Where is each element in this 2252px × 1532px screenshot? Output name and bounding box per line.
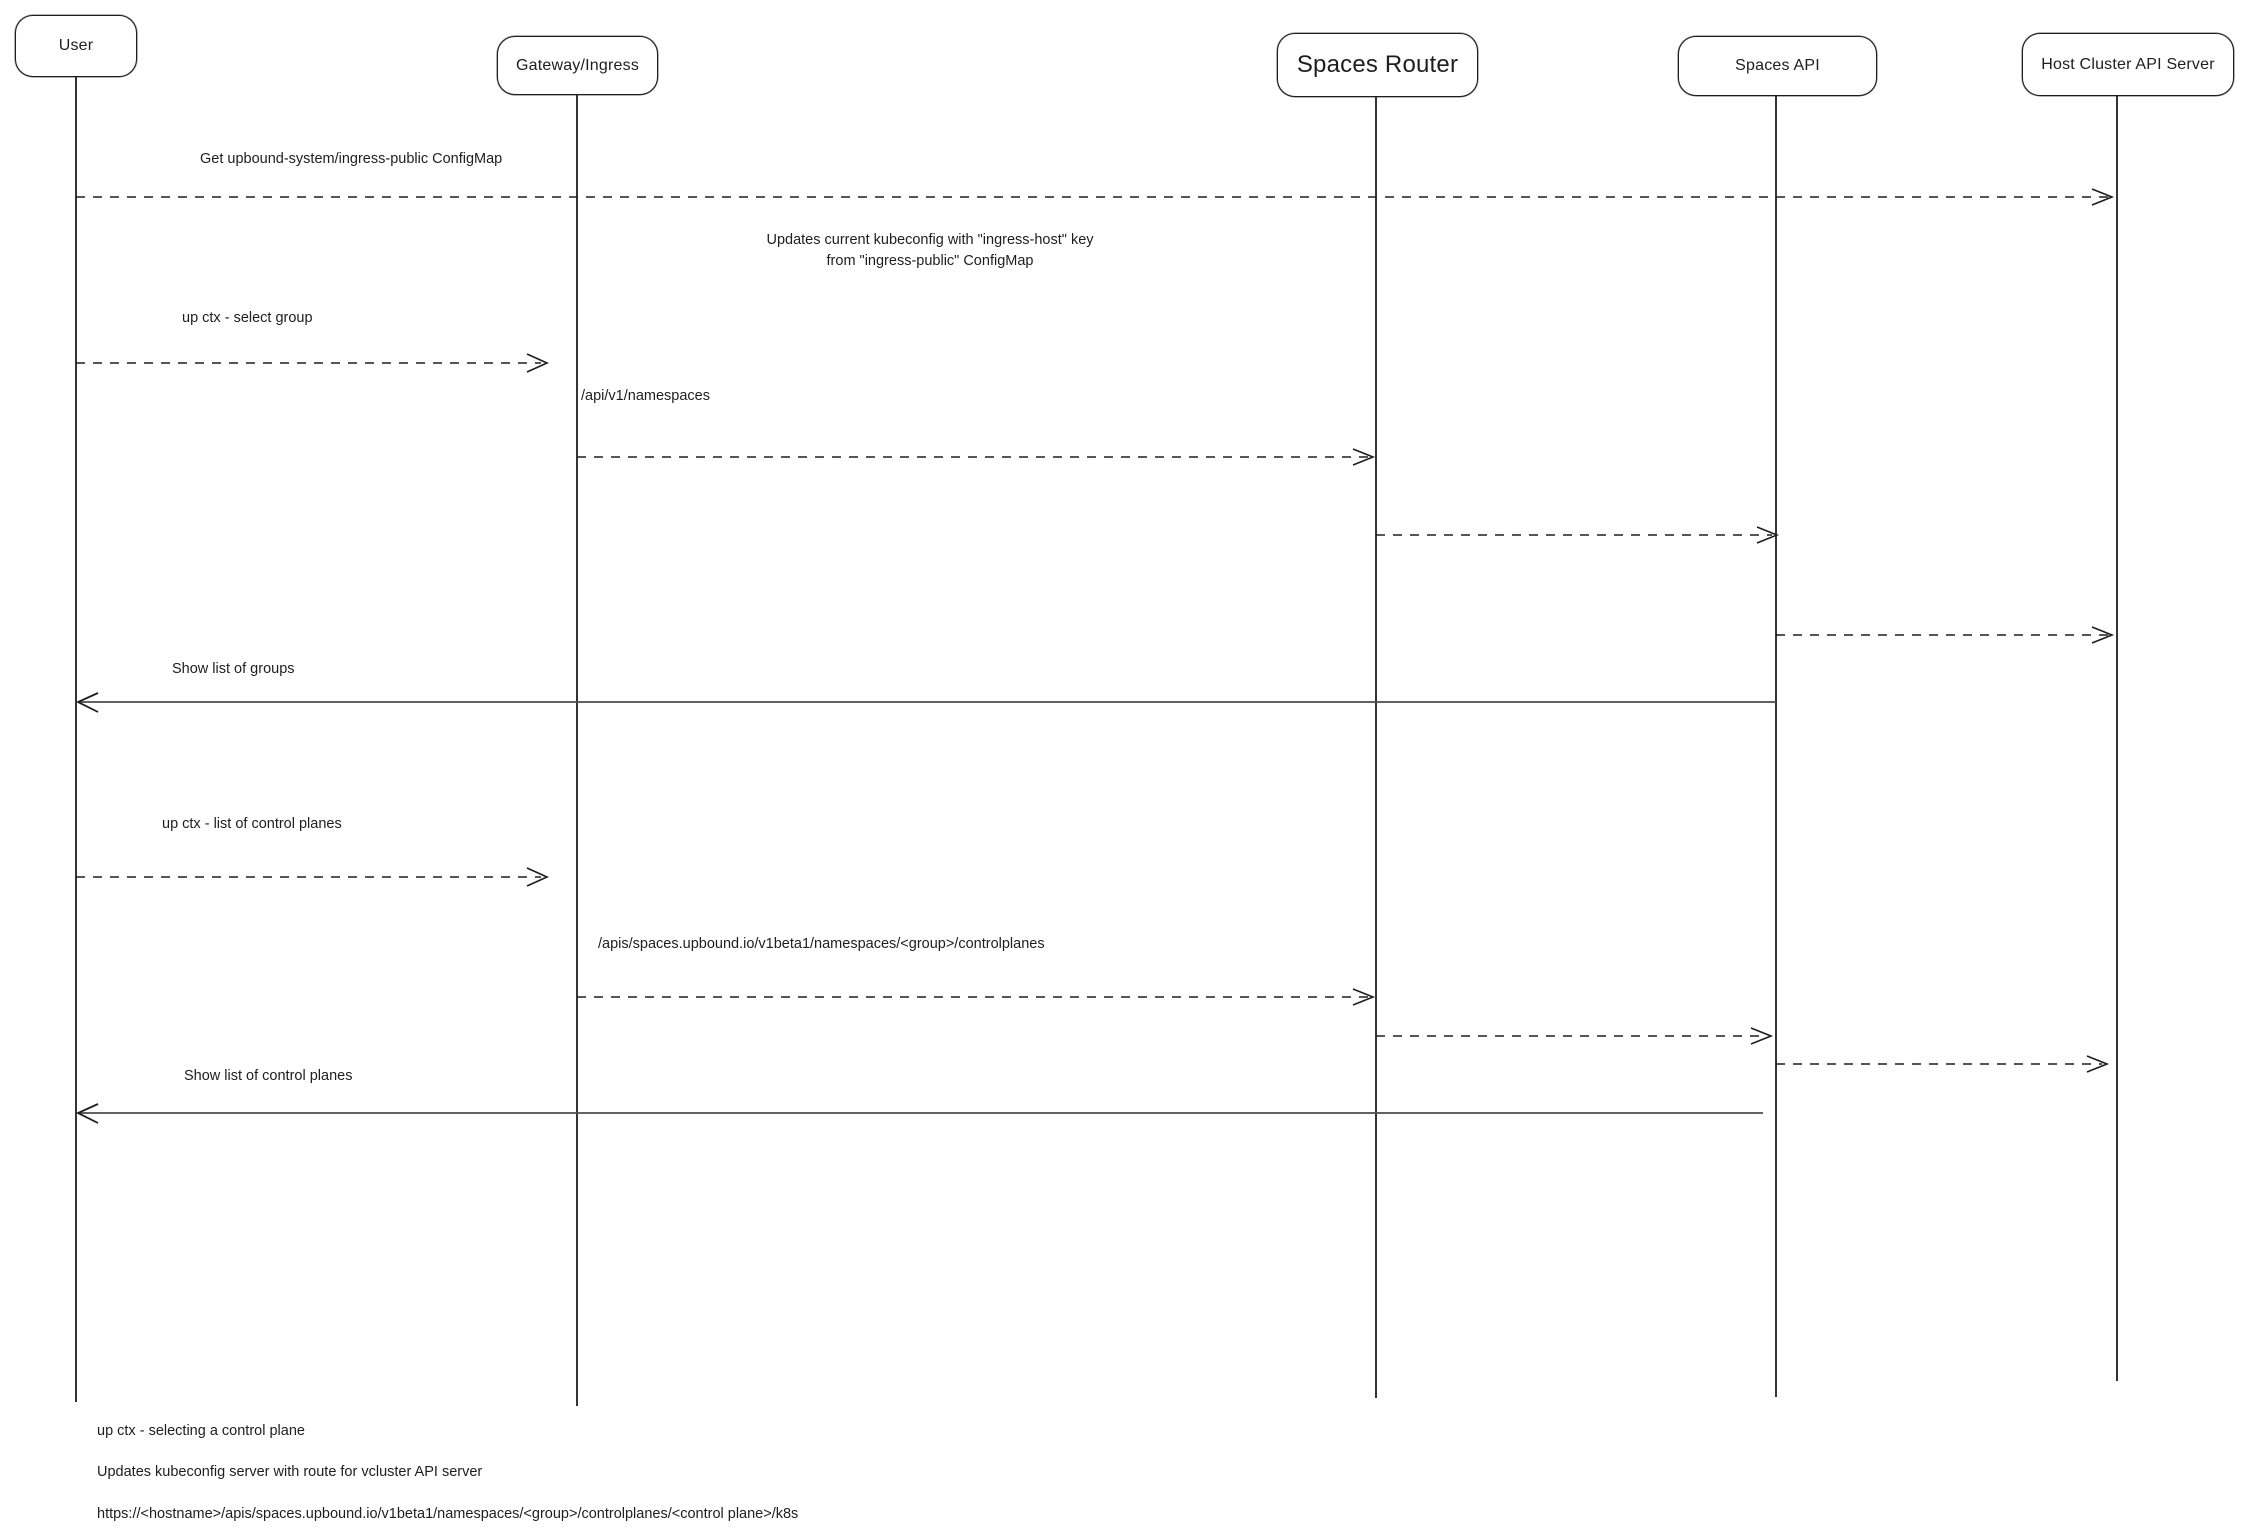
arrow-list-control-planes <box>76 867 549 887</box>
footnote-updates-kubeconfig: Updates kubeconfig server with route for… <box>97 1464 483 1480</box>
message-label-show-groups: Show list of groups <box>172 661 295 677</box>
message-label-list-control-planes: up ctx - list of control planes <box>162 816 342 832</box>
footnote-vcluster-url: https://<hostname>/apis/spaces.upbound.i… <box>97 1506 799 1522</box>
arrow-apis-controlplanes <box>577 988 1376 1006</box>
actor-user-label: User <box>58 37 94 54</box>
arrow-api-to-host <box>1776 626 2115 644</box>
arrow-api-v1-namespaces <box>577 448 1376 466</box>
arrow-router-to-api-2 <box>1376 1027 1774 1045</box>
arrow-show-groups <box>75 692 1776 713</box>
actor-gateway-ingress-label: Gateway/Ingress <box>515 56 640 74</box>
actor-spaces-router: Spaces Router <box>1277 33 1478 97</box>
footnote-selecting-control-plane: up ctx - selecting a control plane <box>97 1423 305 1439</box>
message-label-get-configmap: Get upbound-system/ingress-public Config… <box>200 151 503 167</box>
message-label-select-group: up ctx - select group <box>182 310 313 326</box>
arrow-select-group <box>76 353 549 373</box>
actor-host-cluster-api-server-label: Host Cluster API Server <box>2041 55 2215 73</box>
actor-user: User <box>15 15 137 77</box>
arrow-router-to-api <box>1376 526 1780 544</box>
actor-spaces-api-label: Spaces API <box>1735 57 1820 74</box>
actor-spaces-api: Spaces API <box>1678 36 1877 96</box>
arrow-api-to-host-2 <box>1776 1055 2110 1073</box>
actor-spaces-router-label: Spaces Router <box>1296 51 1459 78</box>
message-label-api-v1-namespaces: /api/v1/namespaces <box>581 388 710 404</box>
annotation-line-2: from "ingress-public" ConfigMap <box>826 253 1034 269</box>
annotation-kubeconfig-update: Updates current kubeconfig with "ingress… <box>700 230 1160 272</box>
actor-host-cluster-api-server: Host Cluster API Server <box>2022 33 2234 96</box>
arrow-get-configmap <box>76 188 2115 206</box>
actor-gateway-ingress: Gateway/Ingress <box>497 36 658 95</box>
message-label-apis-controlplanes: /apis/spaces.upbound.io/v1beta1/namespac… <box>598 936 1045 952</box>
annotation-line-1: Updates current kubeconfig with "ingress… <box>766 232 1094 248</box>
arrow-show-control-planes <box>75 1103 1763 1124</box>
message-label-show-control-planes: Show list of control planes <box>184 1068 353 1084</box>
